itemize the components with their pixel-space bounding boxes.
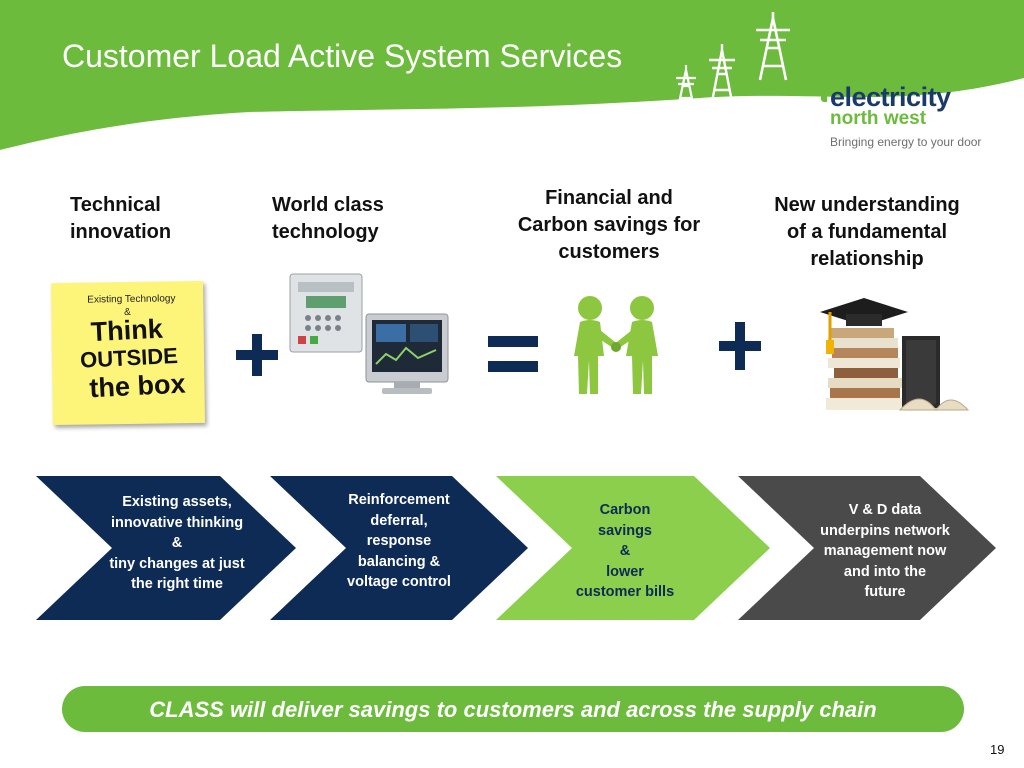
chevron-line: V & D data	[848, 502, 922, 518]
plus-icon	[719, 322, 761, 370]
heading-line: New understanding	[774, 194, 960, 216]
chevron-line: voltage control	[347, 574, 451, 590]
chevron-line: management now	[823, 543, 947, 559]
heading-technical-innovation: Technical innovation	[70, 192, 240, 246]
chevron-1	[36, 476, 296, 620]
heading-line: relationship	[810, 248, 924, 270]
chevron-line: lower	[606, 563, 644, 580]
logo-mark-icon	[821, 84, 827, 102]
heading-line: technology	[272, 221, 379, 243]
equals-icon	[488, 336, 538, 372]
chevron-line: customer bills	[575, 584, 675, 600]
summary-banner-text: CLASS will deliver savings to customers …	[149, 697, 877, 722]
pylon-icons	[676, 12, 790, 109]
chevron-line: innovative thinking	[110, 514, 244, 531]
sticky-note-handwriting: Think OUTSIDE the box	[80, 313, 187, 404]
heading-line: Carbon savings for	[517, 214, 701, 236]
chevron-3	[496, 476, 770, 620]
chevron-1-text: Existing assets, innovative thinking & t…	[92, 492, 262, 595]
chevron-4-text: V & D data underpins network management …	[800, 500, 970, 603]
process-chevrons	[36, 476, 996, 620]
chevron-line: future	[864, 584, 906, 600]
logo-line-1: electricity	[830, 82, 951, 112]
chevron-line: Reinforcement	[348, 492, 450, 508]
chevron-line: response	[366, 533, 432, 549]
chevron-line: &	[619, 543, 631, 559]
handwriting-line: Think	[90, 313, 164, 348]
chevron-line: tiny changes at just	[109, 555, 245, 572]
sticky-note-line-1: Existing Technology	[87, 293, 176, 306]
pylon-icon	[709, 44, 735, 103]
chevron-line: deferral,	[370, 512, 428, 529]
handwriting-line: the box	[88, 368, 187, 404]
chevron-2	[270, 476, 528, 620]
heading-line: World class	[272, 194, 384, 216]
mortarboard-books-image	[820, 298, 970, 411]
company-logo: electricity north west Bringing energy t…	[818, 80, 1003, 155]
logo-tagline: Bringing energy to your door	[830, 135, 982, 149]
chevron-line: savings	[598, 522, 652, 539]
chevron-2-text: Reinforcement deferral, response balanci…	[320, 490, 478, 593]
logo-line-2: north west	[830, 108, 927, 129]
chevron-line: and into the	[843, 563, 927, 580]
chevron-line: underpins network	[820, 522, 950, 539]
summary-banner: CLASS will deliver savings to customers …	[62, 686, 964, 732]
heading-line: innovation	[70, 221, 172, 243]
heading-line: Financial and	[545, 187, 673, 209]
heading-financial-carbon-savings: Financial and Carbon savings for custome…	[498, 185, 720, 266]
chevron-line: Existing assets,	[122, 494, 232, 510]
page-title: Customer Load Active System Services	[62, 38, 623, 74]
page-number: 19	[990, 742, 1005, 757]
pylon-icon	[676, 65, 696, 109]
pylon-icon	[756, 12, 790, 81]
heading-line: customers	[558, 241, 660, 263]
heading-line: Technical	[70, 194, 161, 216]
chevron-4	[738, 476, 996, 620]
heading-world-class-technology: World class technology	[272, 192, 442, 246]
sticky-note-image: Existing Technology & Think OUTSIDE the …	[51, 280, 205, 426]
plus-icon	[236, 334, 278, 376]
chevron-line: Carbon	[599, 502, 651, 518]
relay-and-monitor-image	[289, 273, 449, 394]
chevron-line: &	[171, 535, 183, 551]
heading-new-understanding: New understanding of a fundamental relat…	[756, 192, 978, 273]
chevron-line: the right time	[131, 576, 223, 592]
chevron-line: balancing &	[357, 553, 441, 570]
chevron-3-text: Carbon savings & lower customer bills	[556, 500, 694, 603]
handshake-figures-image	[574, 296, 658, 394]
heading-line: of a fundamental	[786, 221, 947, 243]
